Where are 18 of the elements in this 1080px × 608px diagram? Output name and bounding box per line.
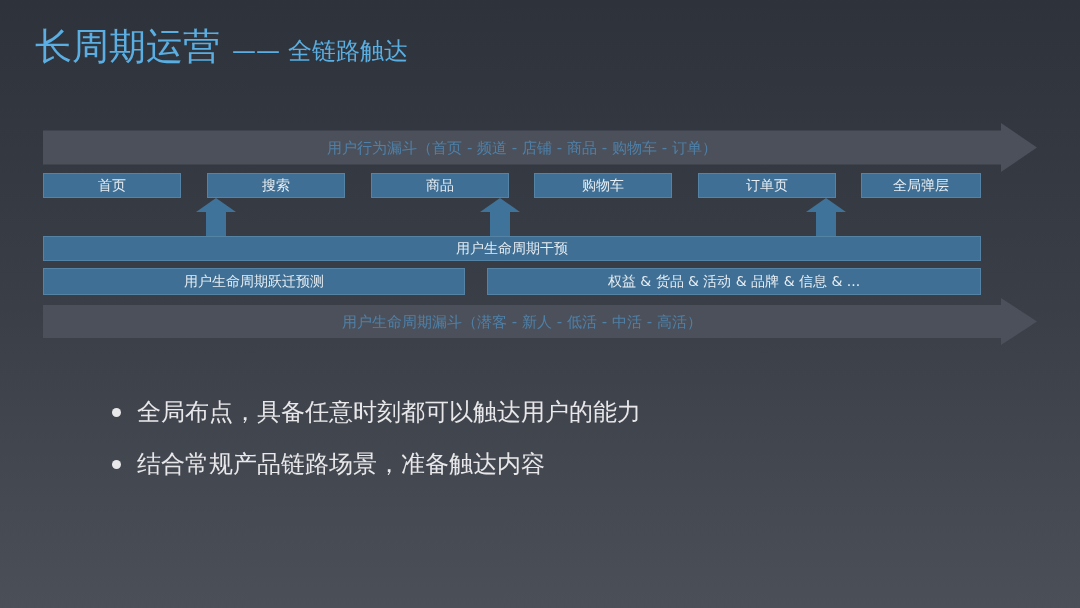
band-label: 用户生命周期漏斗（潜客 - 新人 - 低活 - 中活 - 高活） [342,312,702,331]
block-arrow [196,198,236,236]
page-box: 订单页 [698,173,836,198]
page-box: 首页 [43,173,181,198]
subtitle: —— 全链路触达 [232,36,408,67]
layer-bar: 用户生命周期跃迁预测 [43,268,465,295]
title: 长周期运营 [35,24,220,70]
block-arrow [480,198,520,236]
block-arrow [806,198,846,236]
bullet-text: 结合常规产品链路场景，准备触达内容 [137,449,545,480]
band-label: 用户行为漏斗（首页 - 频道 - 店铺 - 商品 - 购物车 - 订单） [327,138,717,157]
layer-bar: 用户生命周期干预 [43,236,981,261]
layer-bar: 权益 & 货品 & 活动 & 品牌 & 信息 & ... [487,268,981,295]
page-box: 全局弹层 [861,173,981,198]
page-box: 搜索 [207,173,345,198]
page-box: 商品 [371,173,509,198]
page-box: 购物车 [534,173,672,198]
bullet-text: 全局布点，具备任意时刻都可以触达用户的能力 [137,397,641,428]
